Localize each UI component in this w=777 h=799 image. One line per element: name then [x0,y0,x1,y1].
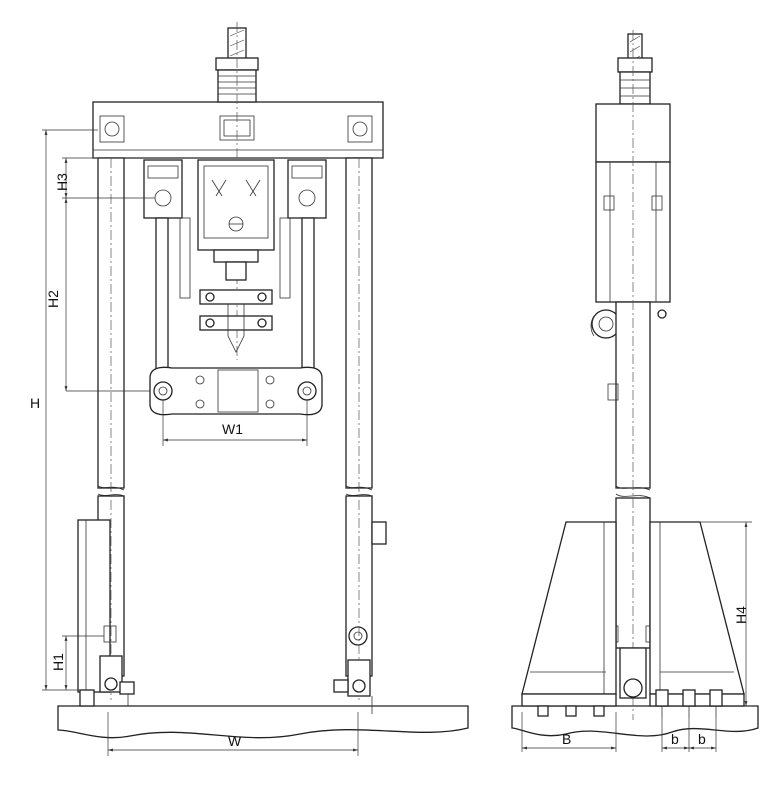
yoke-plate [149,366,323,416]
label-H2: H2 [45,290,61,308]
side-top-rod [617,33,653,105]
center-clamp [199,289,273,353]
label-B: B [562,731,571,747]
side-view: H4 B b b [511,30,759,752]
side-column [607,30,657,720]
dim-W [107,712,359,756]
dim-b [661,718,717,752]
dim-H1 [62,635,104,690]
label-H4: H4 [733,606,749,624]
dim-W1 [162,400,308,446]
label-H: H [30,395,40,411]
label-H3: H3 [54,173,70,191]
left-gusset [521,521,617,707]
right-anchor-clevis [333,659,373,714]
dim-H2 [64,198,150,392]
left-post [77,157,125,700]
label-W: W [228,733,242,749]
dim-H4 [700,521,752,707]
dim-H3 [62,157,155,199]
front-view: H H3 H2 H1 W1 [30,22,469,756]
top-threaded-rod [215,22,259,360]
top-crossbeam [92,101,384,159]
center-housing [197,159,275,281]
left-anchor-clevis [79,655,135,707]
label-W1: W1 [222,421,243,437]
left-hanger-bracket [143,159,191,379]
side-ground-slab [511,705,759,737]
label-H1: H1 [50,653,66,671]
side-clevis [619,647,647,699]
label-b-left: b [671,731,679,747]
right-post [345,157,387,700]
label-b-right: b [698,731,706,747]
dim-B [521,712,617,752]
right-hanger-bracket [279,159,327,379]
side-anchor-bolts [537,689,723,718]
dim-H [42,129,98,691]
front-ground-slab [57,705,469,739]
right-gusset [649,521,745,707]
